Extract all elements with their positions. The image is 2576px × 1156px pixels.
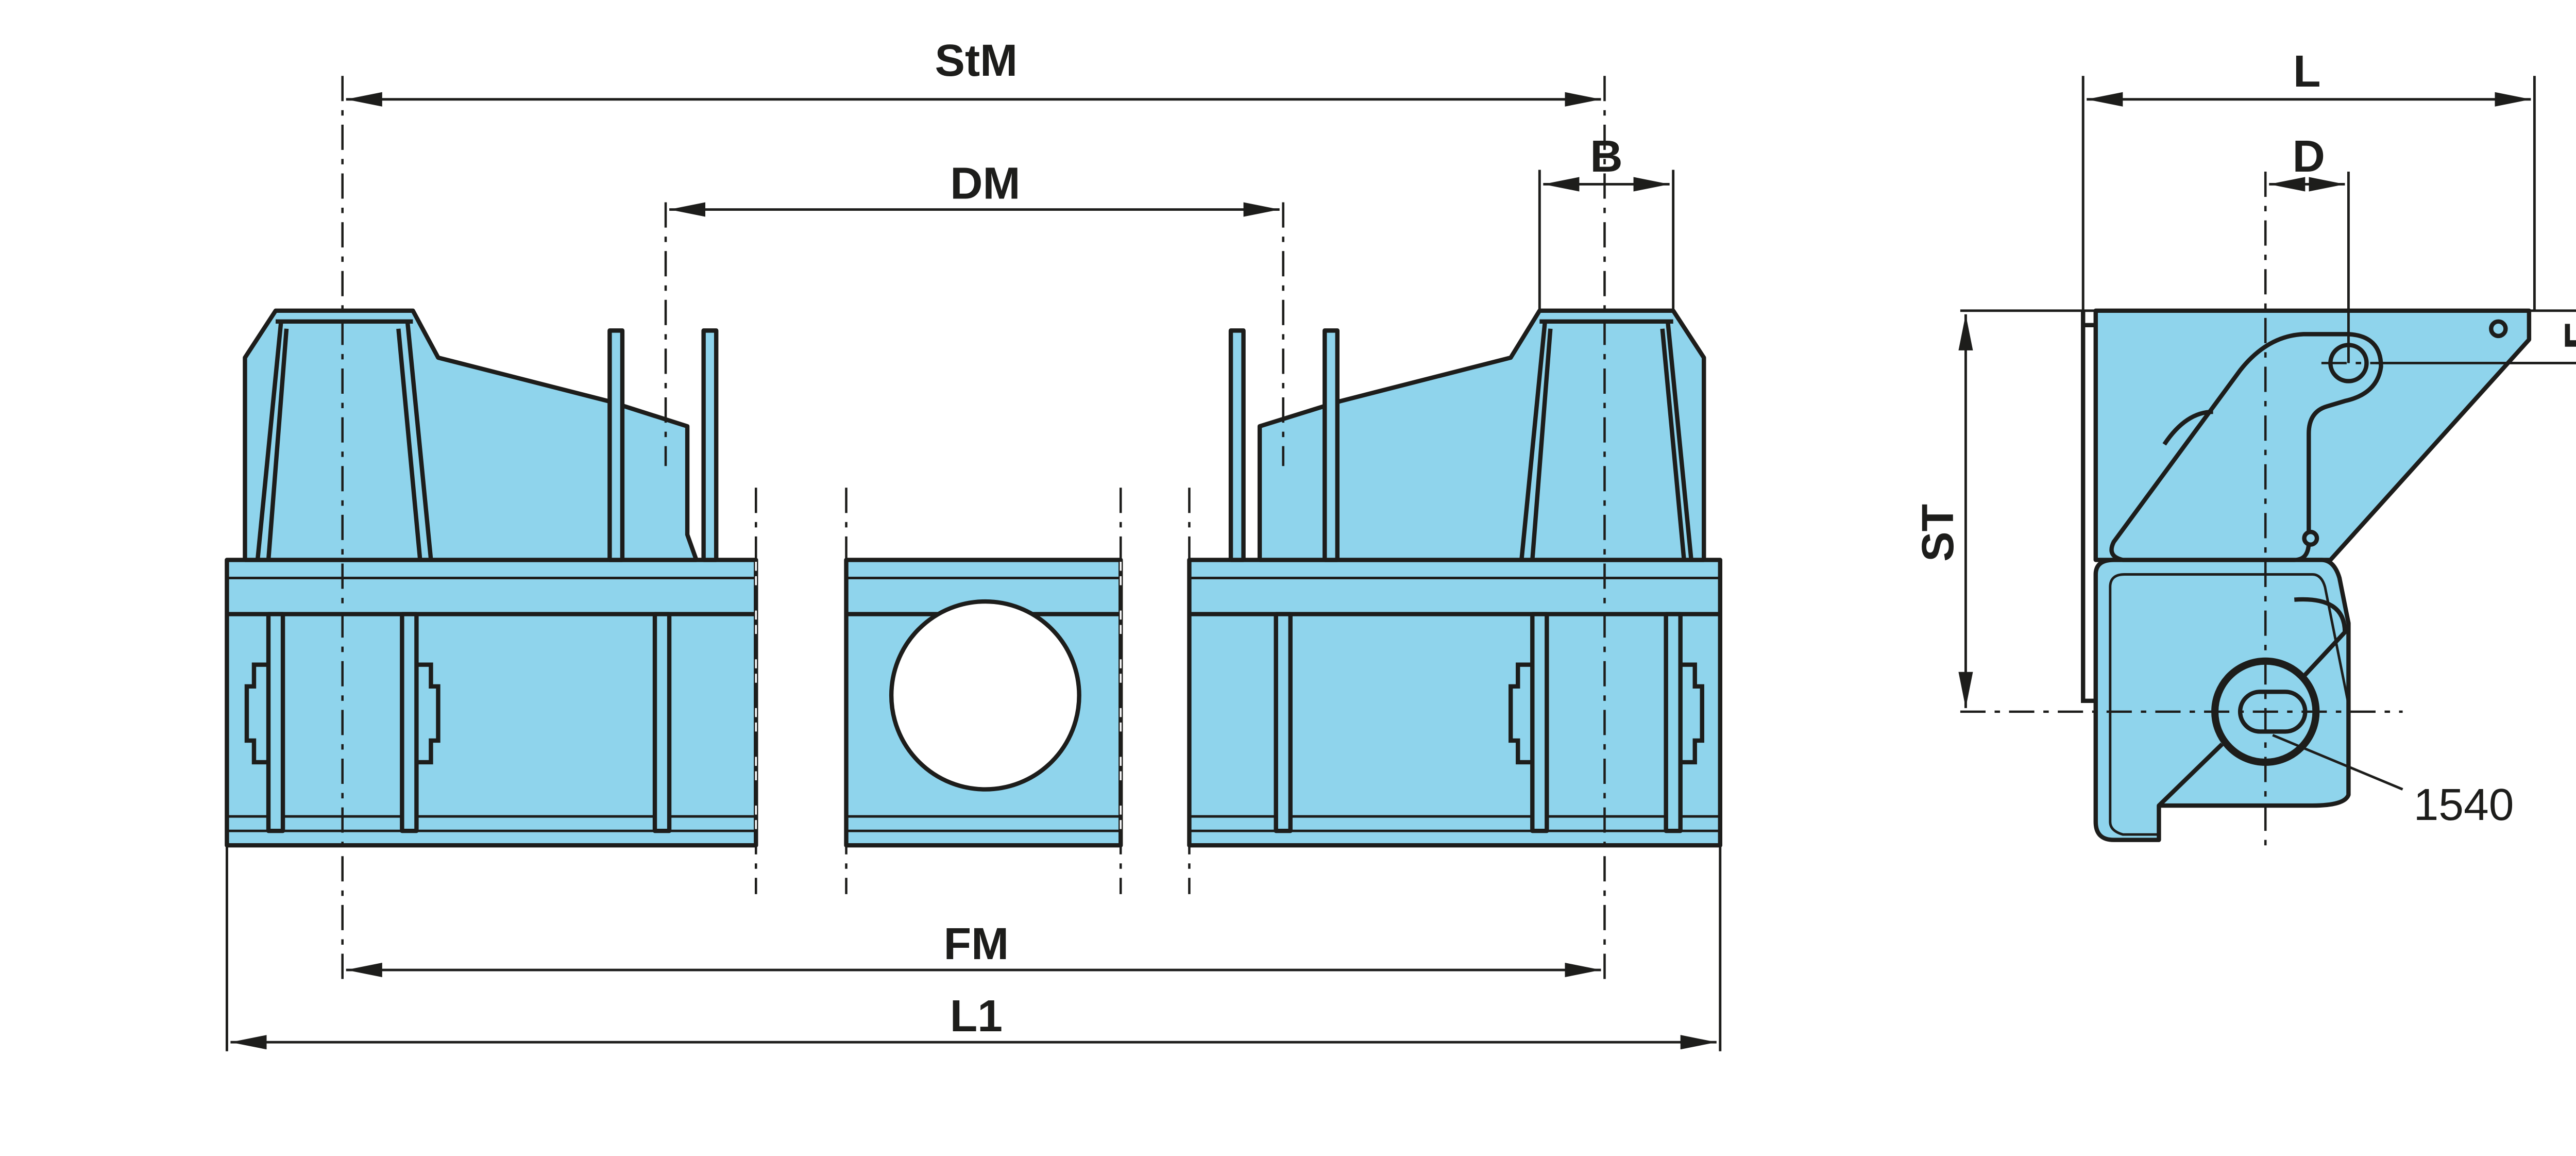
dim-fm-label: FM: [944, 918, 1009, 969]
part-number-label: 1540: [2414, 779, 2514, 830]
right-bracket: [1228, 308, 1706, 562]
dim-l1-label: L1: [950, 991, 1003, 1041]
dim-f-label: F: [2555, 322, 2576, 350]
stiffeners: [244, 612, 1704, 833]
dim-dm-label: DM: [950, 158, 1020, 209]
side-dimension-lines: [1958, 76, 2576, 708]
dim-st-label: ST: [1912, 504, 1963, 562]
side-view: L D F ST 1540: [1912, 46, 2576, 853]
dim-l-label: L: [2293, 46, 2321, 96]
front-view: StM DM B FM L1: [225, 35, 1722, 1051]
beam: [225, 488, 1722, 894]
dim-d-label: D: [2293, 131, 2325, 181]
dim-b-label: B: [1590, 131, 1622, 181]
dimension-lines: [225, 92, 1722, 1051]
left-bracket: [243, 308, 719, 562]
dim-stm-label: StM: [935, 35, 1018, 86]
beam-hole: [889, 599, 1081, 792]
